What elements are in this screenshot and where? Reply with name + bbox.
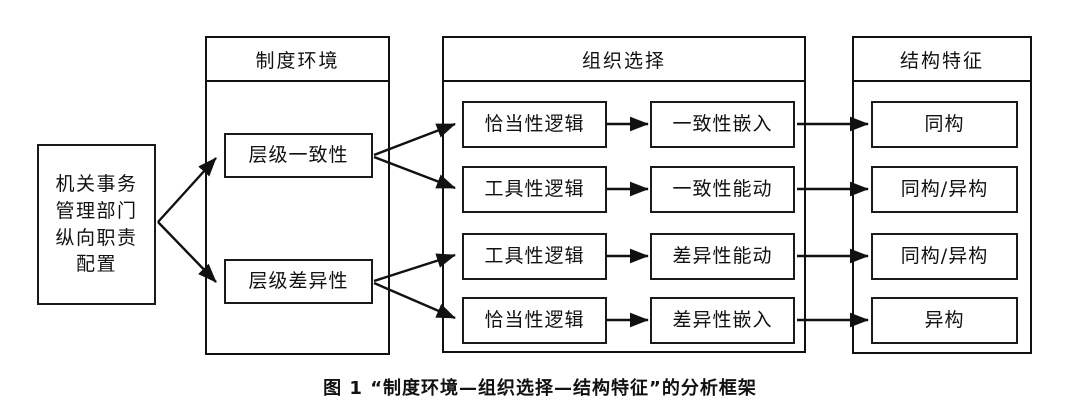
node-hierarchy-consistency: 层级一致性 — [224, 133, 373, 178]
node-structure-2: 同构/异构 — [871, 166, 1018, 213]
node-logic-3-label: 工具性逻辑 — [484, 244, 585, 267]
arrow-difference-to-logic-4 — [373, 281, 456, 320]
arrow-difference-to-logic-3 — [373, 253, 456, 283]
node-structure-2-label: 同构/异构 — [900, 177, 989, 200]
node-structure-4: 异构 — [871, 297, 1018, 344]
source-line-4: 配置 — [75, 253, 117, 276]
node-structure-1-label: 同构 — [924, 112, 965, 135]
node-logic-3: 工具性逻辑 — [462, 233, 607, 280]
node-hierarchy-difference-label: 层级差异性 — [248, 269, 349, 292]
node-logic-1-label: 恰当性逻辑 — [484, 112, 585, 135]
node-logic-2-label: 工具性逻辑 — [484, 177, 585, 200]
node-mechanism-2: 一致性能动 — [650, 166, 795, 213]
figure-caption: 图 1 “制度环境—组织选择—结构特征”的分析框架 — [323, 378, 757, 399]
panel-institutional-environment — [205, 36, 390, 355]
source-line-3: 纵向职责 — [55, 226, 138, 249]
node-structure-4-label: 异构 — [924, 308, 965, 331]
node-logic-4: 恰当性逻辑 — [462, 297, 607, 344]
node-hierarchy-consistency-label: 层级一致性 — [248, 143, 349, 166]
node-mechanism-2-label: 一致性能动 — [672, 177, 773, 200]
source-line-1: 机关事务 — [55, 172, 138, 195]
node-structure-1: 同构 — [871, 101, 1018, 148]
panel-title-organizational-choice: 组织选择 — [442, 36, 806, 82]
arrow-consistency-to-logic-2 — [373, 155, 456, 190]
source-line-2: 管理部门 — [55, 199, 138, 222]
node-mechanism-1-label: 一致性嵌入 — [672, 112, 773, 135]
node-logic-4-label: 恰当性逻辑 — [484, 308, 585, 331]
panel-title-structural-features: 结构特征 — [852, 36, 1032, 82]
node-mechanism-3-label: 差异性能动 — [672, 244, 773, 267]
node-mechanism-4-label: 差异性嵌入 — [672, 308, 773, 331]
arrow-consistency-to-logic-1 — [373, 122, 456, 157]
node-structure-3: 同构/异构 — [871, 233, 1018, 280]
node-mechanism-1: 一致性嵌入 — [650, 101, 795, 148]
node-mechanism-4: 差异性嵌入 — [650, 297, 795, 344]
node-structure-3-label: 同构/异构 — [900, 244, 989, 267]
panel-title-institutional-environment: 制度环境 — [205, 36, 390, 82]
node-mechanism-3: 差异性能动 — [650, 233, 795, 280]
node-logic-2: 工具性逻辑 — [462, 166, 607, 213]
node-hierarchy-difference: 层级差异性 — [224, 259, 373, 304]
source-box: 机关事务 管理部门 纵向职责 配置 — [37, 144, 156, 305]
node-logic-1: 恰当性逻辑 — [462, 101, 607, 148]
